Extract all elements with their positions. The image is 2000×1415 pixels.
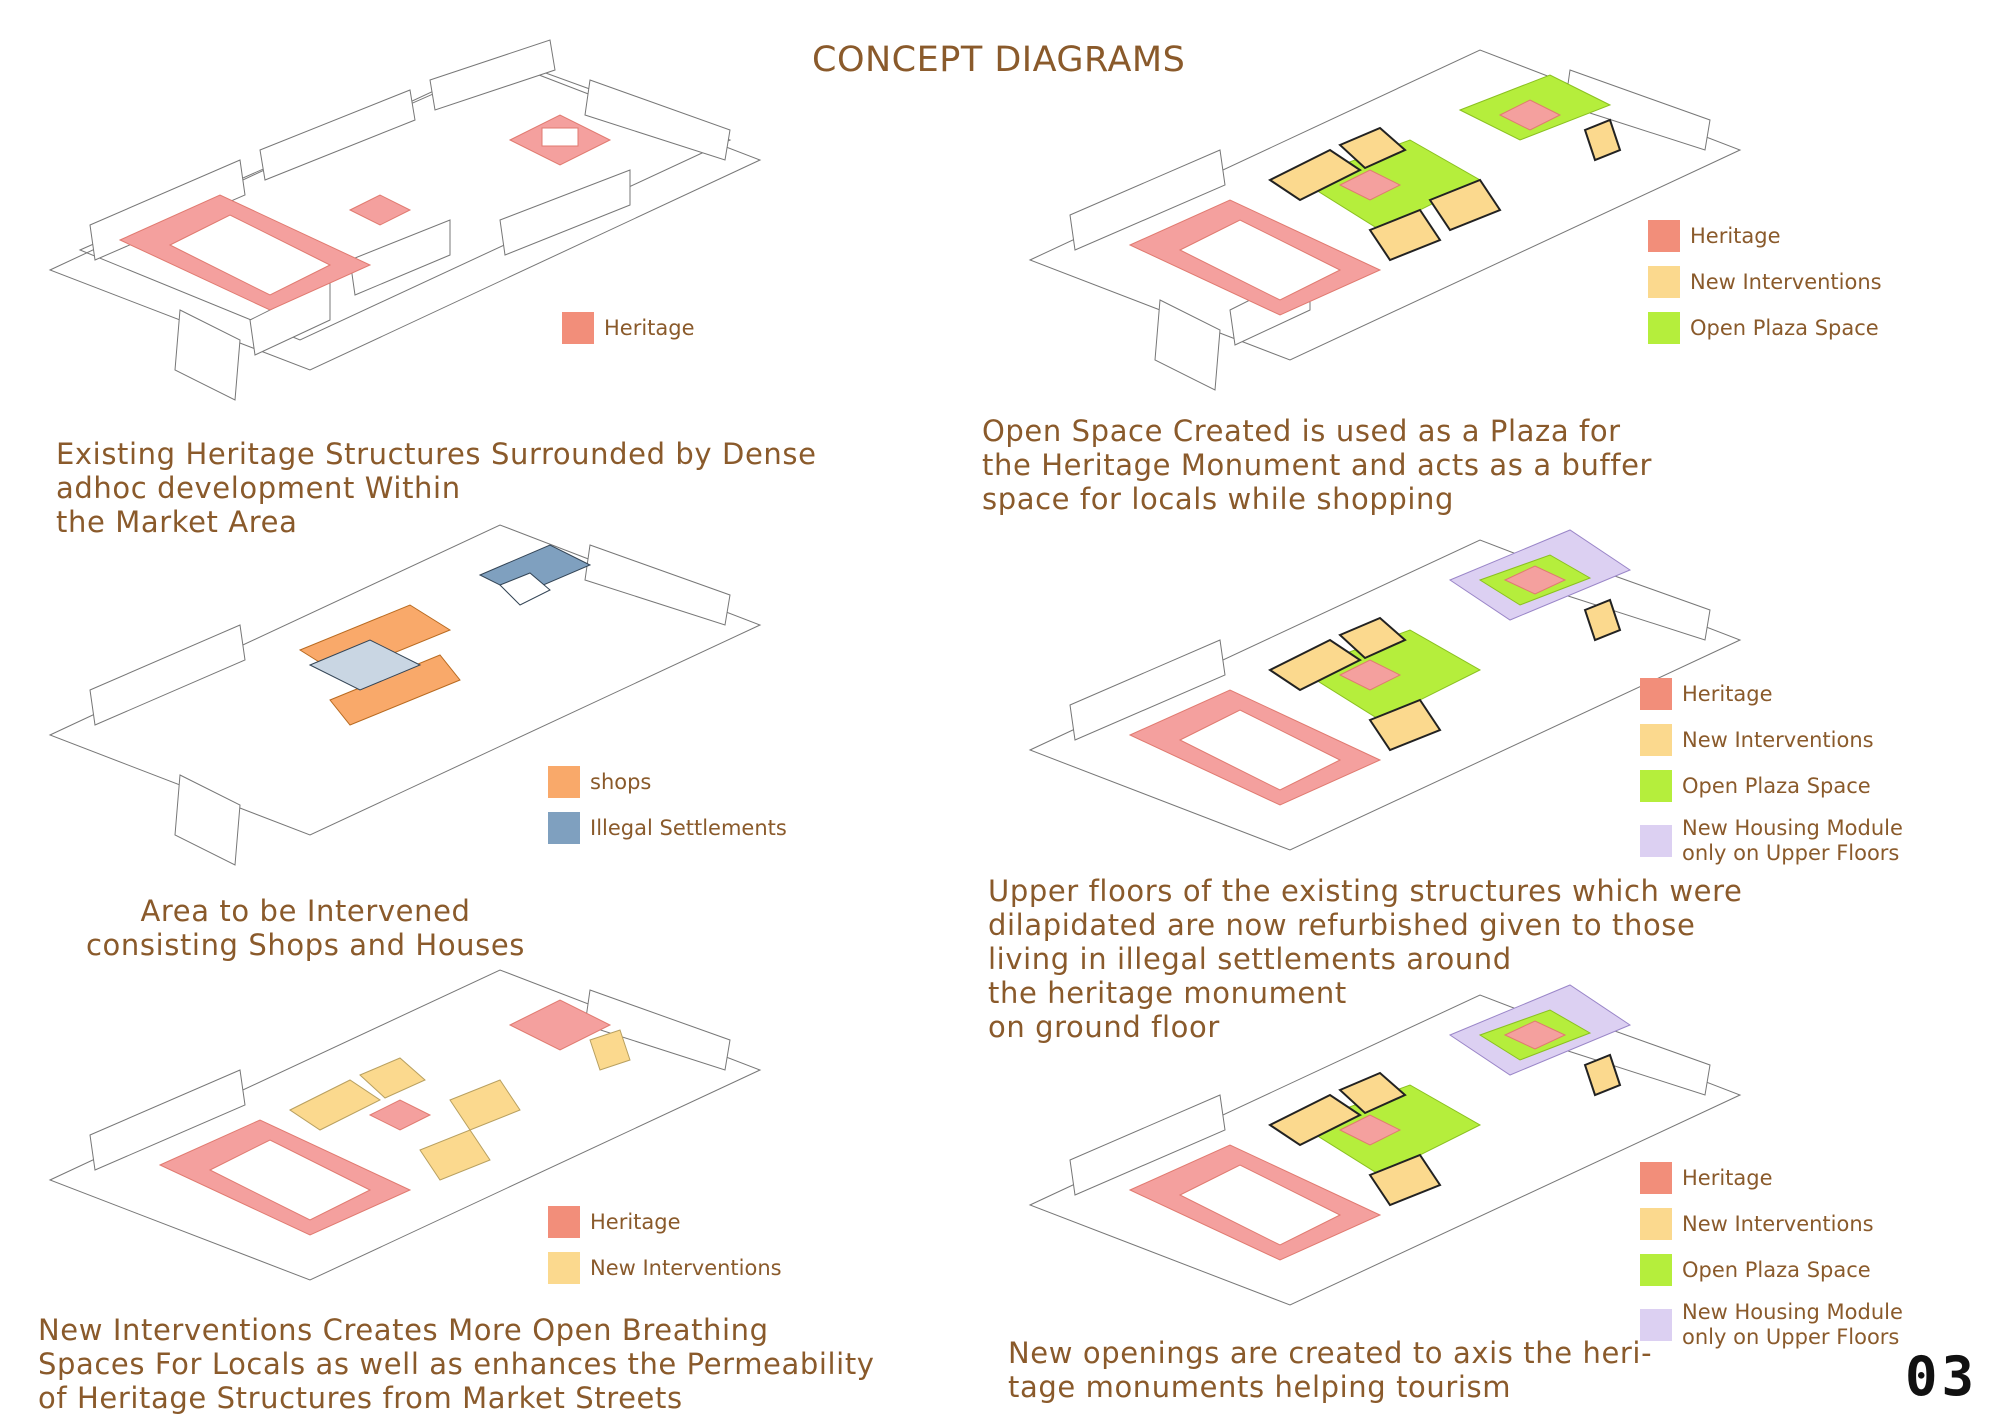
legend-panel-3: shops Illegal Settlements [548, 766, 787, 858]
new-interventions-swatch [1640, 724, 1672, 756]
legend-label: Heritage [1690, 223, 1781, 248]
legend-panel-5: Heritage New Interventions [548, 1206, 782, 1298]
legend-item: Heritage [548, 1206, 782, 1238]
heritage-monument-small [348, 194, 412, 226]
legend-label: New Interventions [1690, 269, 1882, 294]
illegal-settlements-area [308, 544, 592, 691]
legend-label: Illegal Settlements [590, 815, 787, 840]
legend-panel-2: Heritage New Interventions Open Plaza Sp… [1648, 220, 1882, 358]
legend-item: Open Plaza Space [1640, 770, 1903, 802]
legend-item: New Housing Module only on Upper Floors [1640, 816, 1903, 866]
caption-panel-1: Existing Heritage Structures Surrounded … [56, 437, 817, 539]
heritage-monument [1503, 1020, 1567, 1050]
legend-label: New Interventions [1682, 1211, 1874, 1236]
heritage-swatch [1640, 678, 1672, 710]
shops-swatch [548, 766, 580, 798]
legend-label: Open Plaza Space [1690, 315, 1879, 340]
page-title: CONCEPT DIAGRAMS [812, 40, 1186, 80]
legend-item: Open Plaza Space [1640, 1254, 1903, 1286]
heritage-monument [1338, 659, 1402, 691]
legend-label: Open Plaza Space [1682, 1257, 1871, 1282]
legend-item: shops [548, 766, 787, 798]
diagram-upper-floor-housing [1028, 529, 1742, 851]
legend-item: Heritage [1640, 1162, 1903, 1194]
new-housing-swatch [1640, 1309, 1672, 1341]
heritage-swatch [548, 1206, 580, 1238]
caption-panel-5: New Interventions Creates More Open Brea… [38, 1313, 875, 1415]
diagram-new-openings [1028, 984, 1742, 1306]
legend-label: Heritage [590, 1209, 681, 1234]
open-plaza-swatch [1640, 770, 1672, 802]
heritage-monument [1338, 169, 1402, 201]
heritage-monument-small [368, 1099, 432, 1131]
legend-item: Heritage [1640, 678, 1903, 710]
caption-panel-3: Area to be Intervened consisting Shops a… [86, 894, 526, 962]
new-interventions-swatch [1648, 266, 1680, 298]
legend-item: Heritage [562, 312, 695, 344]
open-plaza-swatch [1640, 1254, 1672, 1286]
new-interventions-swatch [1640, 1208, 1672, 1240]
caption-panel-2: Open Space Created is used as a Plaza fo… [982, 414, 1653, 516]
legend-item: New Interventions [1640, 724, 1903, 756]
legend-item: New Interventions [548, 1252, 782, 1284]
legend-panel-6: Heritage New Interventions Open Plaza Sp… [1640, 1162, 1903, 1364]
legend-item: New Housing Module only on Upper Floors [1640, 1300, 1903, 1350]
heritage-monument [1498, 99, 1562, 131]
heritage-swatch [1648, 220, 1680, 252]
legend-panel-1: Heritage [562, 312, 695, 358]
diagram-intervention-area [48, 524, 762, 866]
new-housing-swatch [1640, 825, 1672, 857]
legend-item: New Interventions [1640, 1208, 1903, 1240]
legend-label: New Housing Module only on Upper Floors [1682, 1300, 1903, 1349]
heritage-monument [1503, 565, 1567, 595]
diagram-open-plaza [1028, 49, 1742, 391]
legend-label: New Interventions [1682, 727, 1874, 752]
legend-label: Heritage [604, 315, 695, 340]
legend-item: Illegal Settlements [548, 812, 787, 844]
legend-item: Heritage [1648, 220, 1882, 252]
caption-panel-6: New openings are created to axis the her… [1008, 1336, 1653, 1404]
heritage-swatch [1640, 1162, 1672, 1194]
diagram-existing-heritage [48, 39, 762, 401]
legend-label: New Housing Module only on Upper Floors [1682, 816, 1903, 865]
legend-label: shops [590, 769, 652, 794]
heritage-monument [1338, 1114, 1402, 1146]
legend-panel-4: Heritage New Interventions Open Plaza Sp… [1640, 678, 1903, 880]
page-number: 03 [1904, 1345, 1978, 1408]
caption-panel-4: Upper floors of the existing structures … [988, 874, 1743, 1044]
legend-item: Open Plaza Space [1648, 312, 1882, 344]
legend-item: New Interventions [1648, 266, 1882, 298]
heritage-monument-large [508, 999, 612, 1051]
illegal-settlements-swatch [548, 812, 580, 844]
diagram-new-interventions [48, 969, 762, 1281]
new-interventions-swatch [548, 1252, 580, 1284]
open-plaza-swatch [1648, 312, 1680, 344]
legend-label: New Interventions [590, 1255, 782, 1280]
legend-label: Heritage [1682, 681, 1773, 706]
heritage-swatch [562, 312, 594, 344]
legend-label: Open Plaza Space [1682, 773, 1871, 798]
legend-label: Heritage [1682, 1165, 1773, 1190]
